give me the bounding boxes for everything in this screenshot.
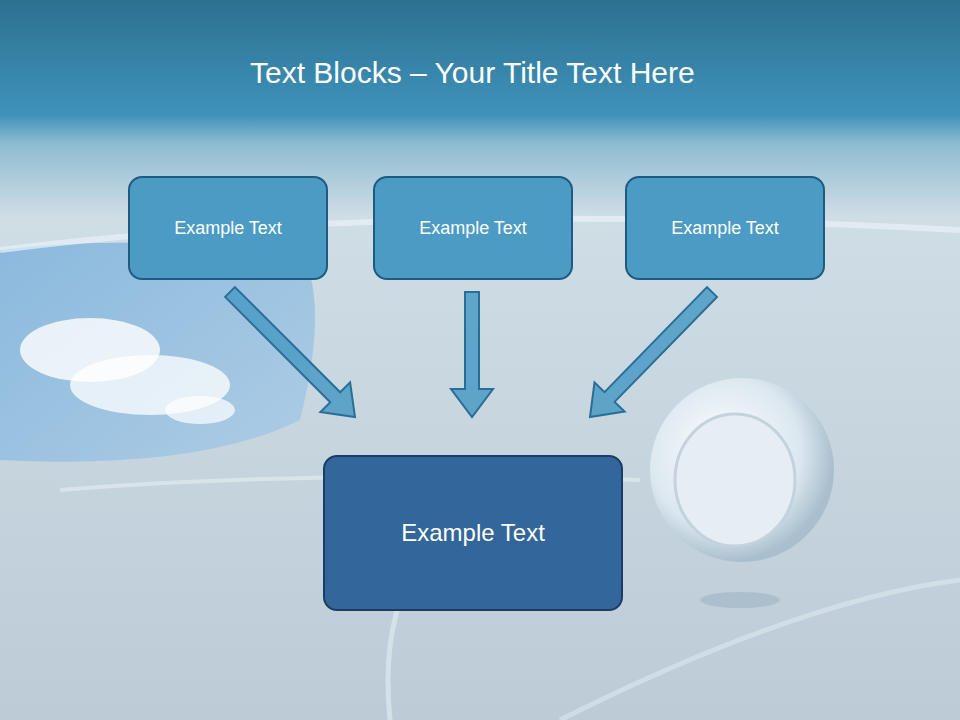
block-arrow [590,287,717,417]
text-block: Example Text [625,176,825,280]
arrow-shape [225,287,355,417]
block-text: Example Text [401,519,545,547]
arrow-shape [451,292,493,417]
block-text: Example Text [174,218,282,239]
block-arrow [225,287,355,417]
text-block: Example Text [128,176,328,280]
block-arrow [451,292,493,417]
text-block: Example Text [373,176,573,280]
block-text: Example Text [419,218,527,239]
text-block: Example Text [323,455,623,611]
arrow-shape [590,287,717,417]
slide-title: Text Blocks – Your Title Text Here [250,56,695,90]
block-text: Example Text [671,218,779,239]
